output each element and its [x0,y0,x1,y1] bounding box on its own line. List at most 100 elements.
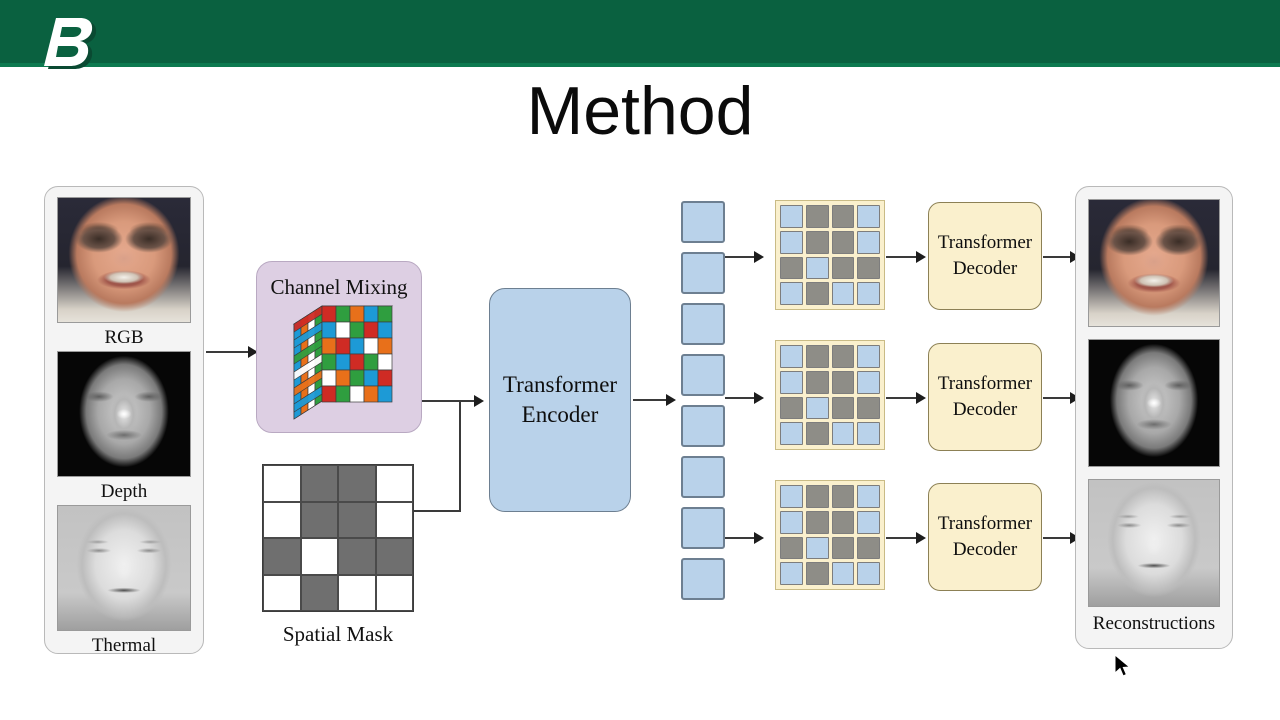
token-square-1 [681,201,725,243]
token-square-6 [681,456,725,498]
arrowhead-encoder-to-tokens [666,394,676,406]
patch-cell [857,510,880,534]
depth-reconstruction-image [1088,339,1220,467]
transformer-decoder-rgb: Transformer Decoder [928,202,1042,310]
patch-cell [780,536,803,560]
connector-grid-to-decoder-2 [886,397,922,399]
patch-cell [831,282,855,305]
reconstructions-label: Reconstructions [1092,613,1216,634]
token-square-2 [681,252,725,294]
patch-cell [831,230,855,254]
patch-cell [857,536,880,560]
patch-cell [857,562,880,585]
patch-cell [805,485,829,508]
arrowhead-grid-to-decoder-1 [916,251,926,263]
connector-decoder-to-recon-3 [1043,537,1076,539]
patch-cell [805,422,829,445]
patch-cell [780,396,803,420]
patch-cell [857,230,880,254]
header-underline [0,63,1280,67]
decoder-label-line1: Transformer [937,373,1033,394]
decoder-label-line1: Transformer [937,513,1033,534]
arrowhead-tokens-to-grid-2 [754,392,764,404]
patch-cell [805,510,829,534]
mask-cell [263,465,301,502]
patch-cell [805,562,829,585]
rgb-face-image [57,197,191,323]
patch-cell [857,345,880,368]
decoder-label-line2: Decoder [952,539,1018,560]
connector-grid-to-decoder-1 [886,256,922,258]
patch-cell [805,396,829,420]
mask-cell [375,501,413,538]
channel-mixing-cube-icon [292,305,394,420]
reconstructions-panel: Reconstructions [1075,186,1233,649]
patch-cell [831,205,855,228]
arrowhead-to-encoder [474,395,484,407]
patch-cell [805,345,829,368]
patch-cell [831,422,855,445]
mask-cell [338,538,376,575]
patch-cell [780,562,803,585]
page-title: Method [526,73,754,149]
arrowhead-inputs-to-mixing [248,346,258,358]
patch-cell [805,370,829,394]
patch-cell [857,485,880,508]
patch-cell [831,562,855,585]
mask-cell [263,501,301,538]
encoder-label-line1: Transformer [502,372,618,397]
mask-cell [375,465,413,502]
thermal-face-image [57,505,191,631]
patch-cell [857,422,880,445]
transformer-decoder-thermal: Transformer Decoder [928,483,1042,591]
token-square-3 [681,303,725,345]
spatial-mask-label: Spatial Mask [282,622,394,646]
connector-tokens-to-grid-2 [725,397,760,399]
connector-mask-out [412,510,461,512]
token-square-7 [681,507,725,549]
channel-mixing-label: Channel Mixing [270,275,408,299]
patch-cell [805,205,829,228]
transformer-encoder-box: Transformer Encoder [489,288,631,512]
token-square-4 [681,354,725,396]
mask-cell [300,465,338,502]
connector-merge-vertical [459,400,461,512]
patch-cell [857,256,880,280]
thermal-label: Thermal [91,635,157,656]
patch-cell [831,396,855,420]
arrowhead-tokens-to-grid-3 [754,532,764,544]
connector-inputs-to-mixing [206,351,250,353]
input-modalities-panel: RGB Depth Thermal [44,186,204,656]
patch-cell [780,205,803,228]
mask-cell [300,501,338,538]
connector-tokens-to-grid-3 [725,537,760,539]
transformer-decoder-depth: Transformer Decoder [928,343,1042,451]
patch-cell [780,230,803,254]
patch-cell [857,205,880,228]
depth-face-image [57,351,191,477]
arrowhead-tokens-to-grid-1 [754,251,764,263]
token-square-5 [681,405,725,447]
arrowhead-grid-to-decoder-3 [916,532,926,544]
connector-decoder-to-recon-2 [1043,397,1076,399]
patch-cell [780,422,803,445]
decoder-label-line2: Decoder [952,258,1018,279]
patch-cell [857,370,880,394]
mask-cell [375,538,413,575]
patch-cell [857,282,880,305]
thermal-patch-grid [775,480,885,590]
patch-cell [831,485,855,508]
mask-cell [263,574,301,611]
connector-tokens-to-grid-1 [725,256,760,258]
connector-mixing-out [422,400,482,402]
patch-cell [805,536,829,560]
thermal-reconstruction-image [1088,479,1220,607]
connector-encoder-to-tokens [633,399,673,401]
decoder-label-line1: Transformer [937,232,1033,253]
token-square-8 [681,558,725,600]
mask-cell [375,574,413,611]
decoder-label-line2: Decoder [952,399,1018,420]
mask-cell [338,574,376,611]
patch-cell [831,345,855,368]
arrowhead-grid-to-decoder-2 [916,392,926,404]
